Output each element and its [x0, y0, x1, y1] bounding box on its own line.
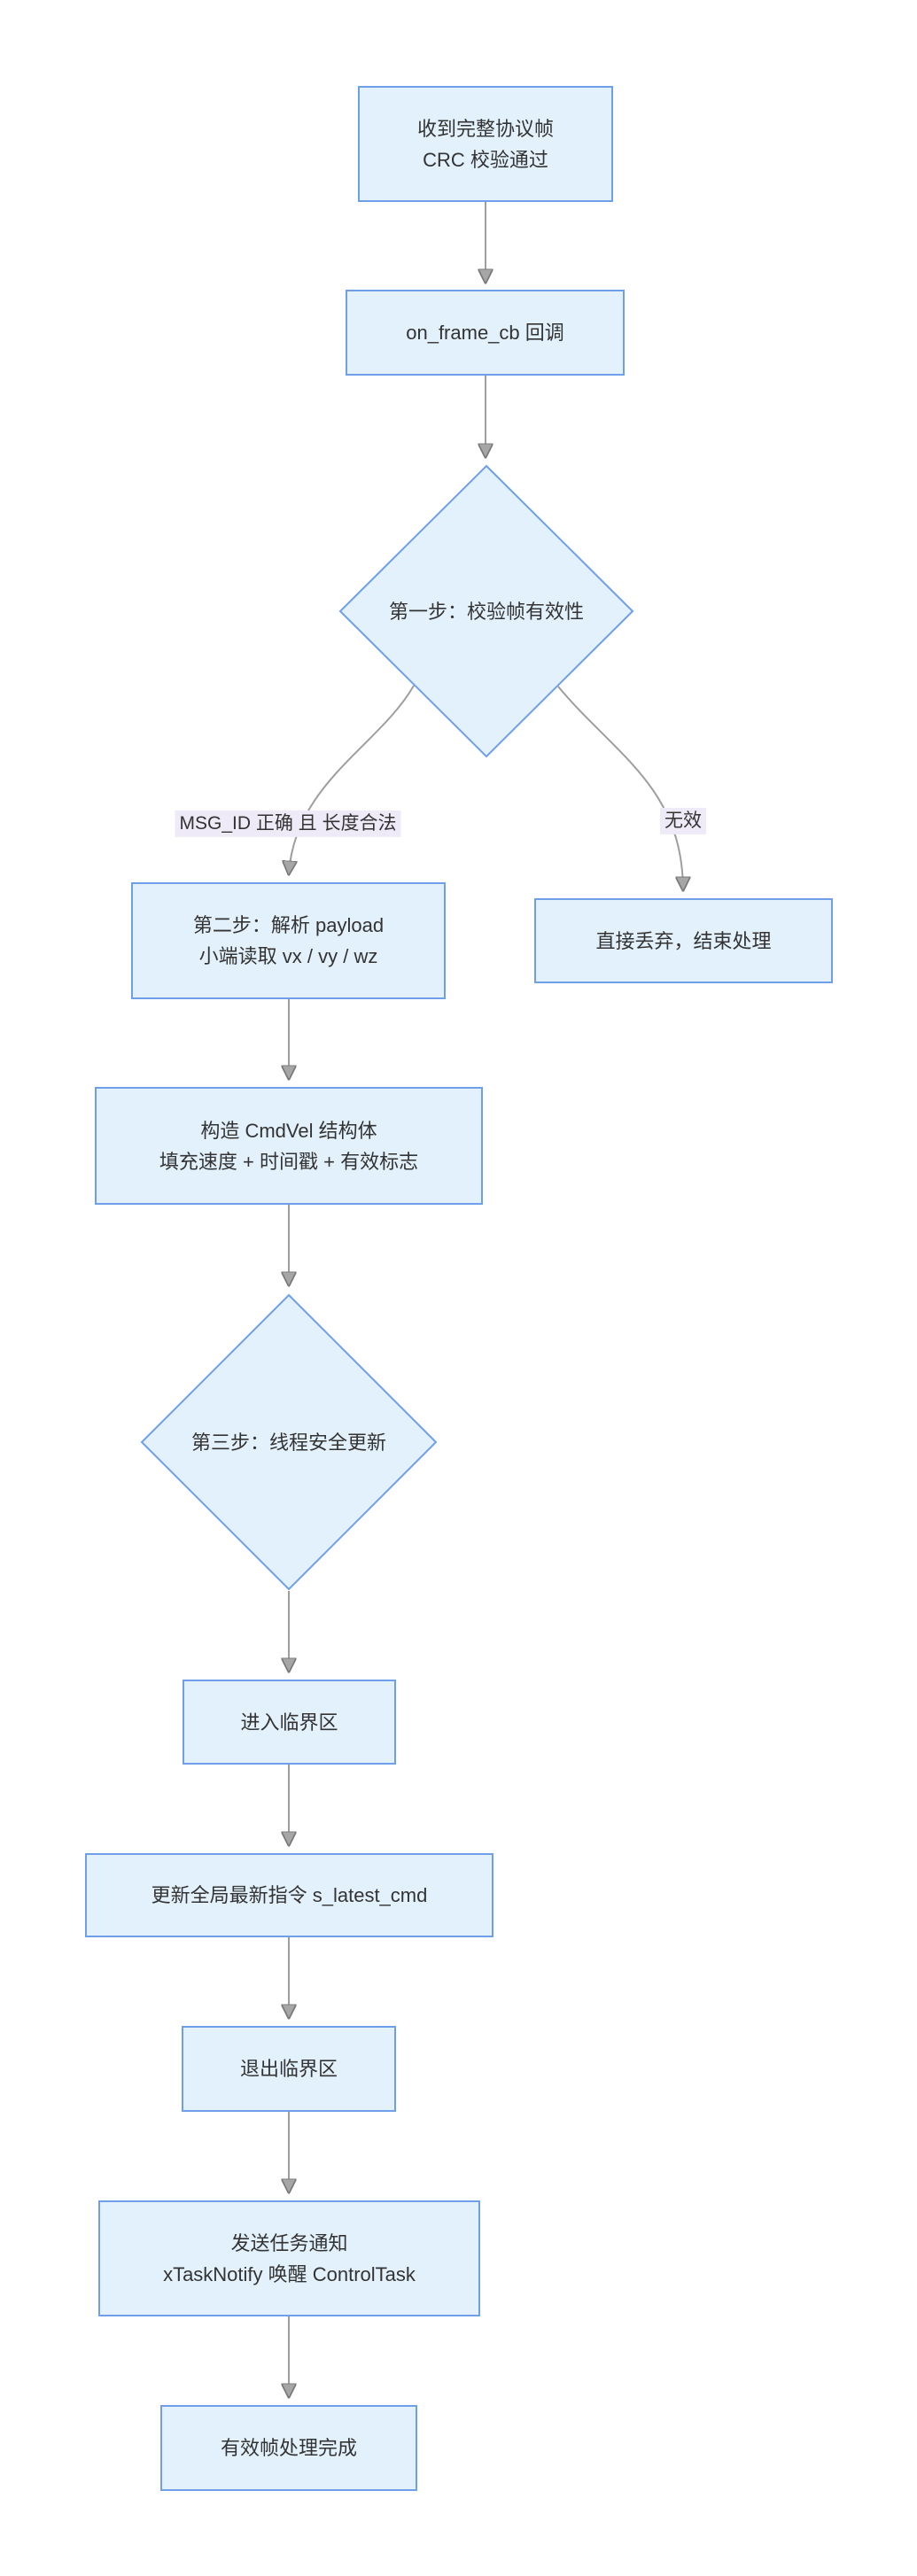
- node-decision1: 第一步：校验帧有效性: [338, 464, 634, 758]
- edge-label-valid: MSG_ID 正确 且 长度合法: [175, 810, 401, 838]
- node-parse-line2: 小端读取 vx / vy / wz: [198, 945, 378, 967]
- edge-decision1-to-discard: [557, 686, 683, 889]
- node-start: 收到完整协议帧 CRC 校验通过: [358, 86, 613, 202]
- node-notify: 发送任务通知 xTaskNotify 唤醒 ControlTask: [98, 2200, 480, 2316]
- node-update-cmd: 更新全局最新指令 s_latest_cmd: [85, 1853, 493, 1937]
- node-callback-label: on_frame_cb 回调: [406, 322, 564, 344]
- node-done-label: 有效帧处理完成: [220, 2437, 357, 2459]
- decision2-diamond-shape: [140, 1293, 438, 1591]
- node-parse: 第二步：解析 payload 小端读取 vx / vy / wz: [131, 882, 446, 999]
- node-notify-line1: 发送任务通知: [230, 2231, 348, 2254]
- node-enter-critical-label: 进入临界区: [240, 1711, 338, 1734]
- node-start-line1: 收到完整协议帧: [416, 117, 554, 140]
- node-start-line2: CRC 校验通过: [423, 148, 548, 171]
- node-build-line1: 构造 CmdVel 结构体: [200, 1119, 377, 1142]
- decision1-diamond-shape: [338, 464, 634, 758]
- node-exit-critical-label: 退出临界区: [239, 2058, 338, 2080]
- node-exit-critical: 退出临界区: [182, 2026, 396, 2112]
- node-decision1-label: 第一步：校验帧有效性: [388, 600, 584, 623]
- node-notify-line2: xTaskNotify 唤醒 ControlTask: [163, 2262, 416, 2285]
- node-decision2-label: 第三步：线程安全更新: [190, 1431, 386, 1454]
- node-discard-label: 直接丢弃，结束处理: [595, 929, 772, 952]
- edge-decision1-to-parse: [289, 685, 415, 873]
- node-callback: on_frame_cb 回调: [346, 290, 625, 376]
- node-parse-line1: 第二步：解析 payload: [192, 914, 385, 936]
- node-build: 构造 CmdVel 结构体 填充速度 + 时间戳 + 有效标志: [95, 1087, 483, 1205]
- node-update-cmd-label: 更新全局最新指令 s_latest_cmd: [151, 1884, 428, 1906]
- node-done: 有效帧处理完成: [160, 2405, 417, 2491]
- node-enter-critical: 进入临界区: [183, 1680, 396, 1765]
- node-build-line2: 填充速度 + 时间戳 + 有效标志: [159, 1150, 419, 1173]
- node-discard: 直接丢弃，结束处理: [534, 898, 833, 983]
- edge-label-invalid: 无效: [660, 807, 706, 835]
- node-decision2: 第三步：线程安全更新: [140, 1293, 438, 1591]
